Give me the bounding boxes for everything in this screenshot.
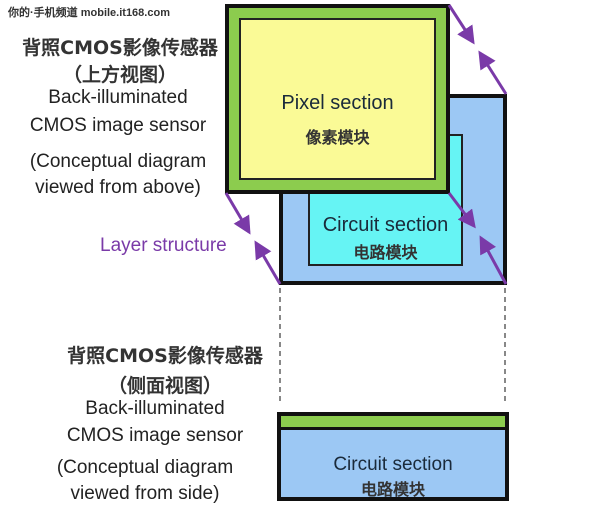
bottom-subtitle-cn: （侧面视图） — [107, 375, 222, 397]
top-title-en-1: Back-illuminated — [48, 87, 188, 108]
layer-arrows — [224, 4, 508, 285]
side-view-sensor: Circuit section 电路模块 — [277, 412, 509, 501]
top-title-en-2: CMOS image sensor — [29, 115, 207, 136]
arrow-icon — [224, 192, 251, 235]
top-note-1: (Conceptual diagram — [29, 151, 207, 172]
bottom-title-en-1: Back-illuminated — [85, 398, 225, 419]
side-circuit-cn: 电路模块 — [360, 480, 425, 499]
top-title-cn: 背照CMOS影像传感器 — [22, 37, 218, 59]
bottom-note-1: (Conceptual diagram — [56, 457, 234, 478]
bottom-title-en-2: CMOS image sensor — [66, 425, 244, 446]
arrow-icon — [479, 235, 508, 285]
pixel-section-cn: 像素模块 — [305, 128, 370, 147]
arrow-icon — [254, 240, 282, 285]
layer-structure-label: Layer structure — [100, 235, 227, 256]
circuit-section-cn: 电路模块 — [353, 243, 418, 262]
bottom-note-2: viewed from side) — [70, 483, 220, 504]
side-pixel-layer — [281, 416, 505, 430]
side-circuit-en: Circuit section — [333, 454, 453, 475]
arrow-icon — [478, 50, 508, 95]
watermark: 你的·手机频道 mobile.it168.com — [8, 7, 170, 19]
pixel-section-en: Pixel section — [281, 92, 394, 114]
pixel-layer: Pixel section 像素模块 — [225, 4, 450, 194]
top-note-2: viewed from above) — [35, 177, 201, 198]
bottom-title-cn: 背照CMOS影像传感器 — [67, 345, 263, 367]
top-subtitle-cn: （上方视图） — [62, 64, 177, 86]
projection-guides — [279, 288, 506, 405]
pixel-section: Pixel section 像素模块 — [239, 18, 436, 180]
circuit-section-en: Circuit section — [322, 214, 449, 236]
arrow-icon — [447, 4, 475, 45]
arrow-icon — [447, 192, 476, 229]
